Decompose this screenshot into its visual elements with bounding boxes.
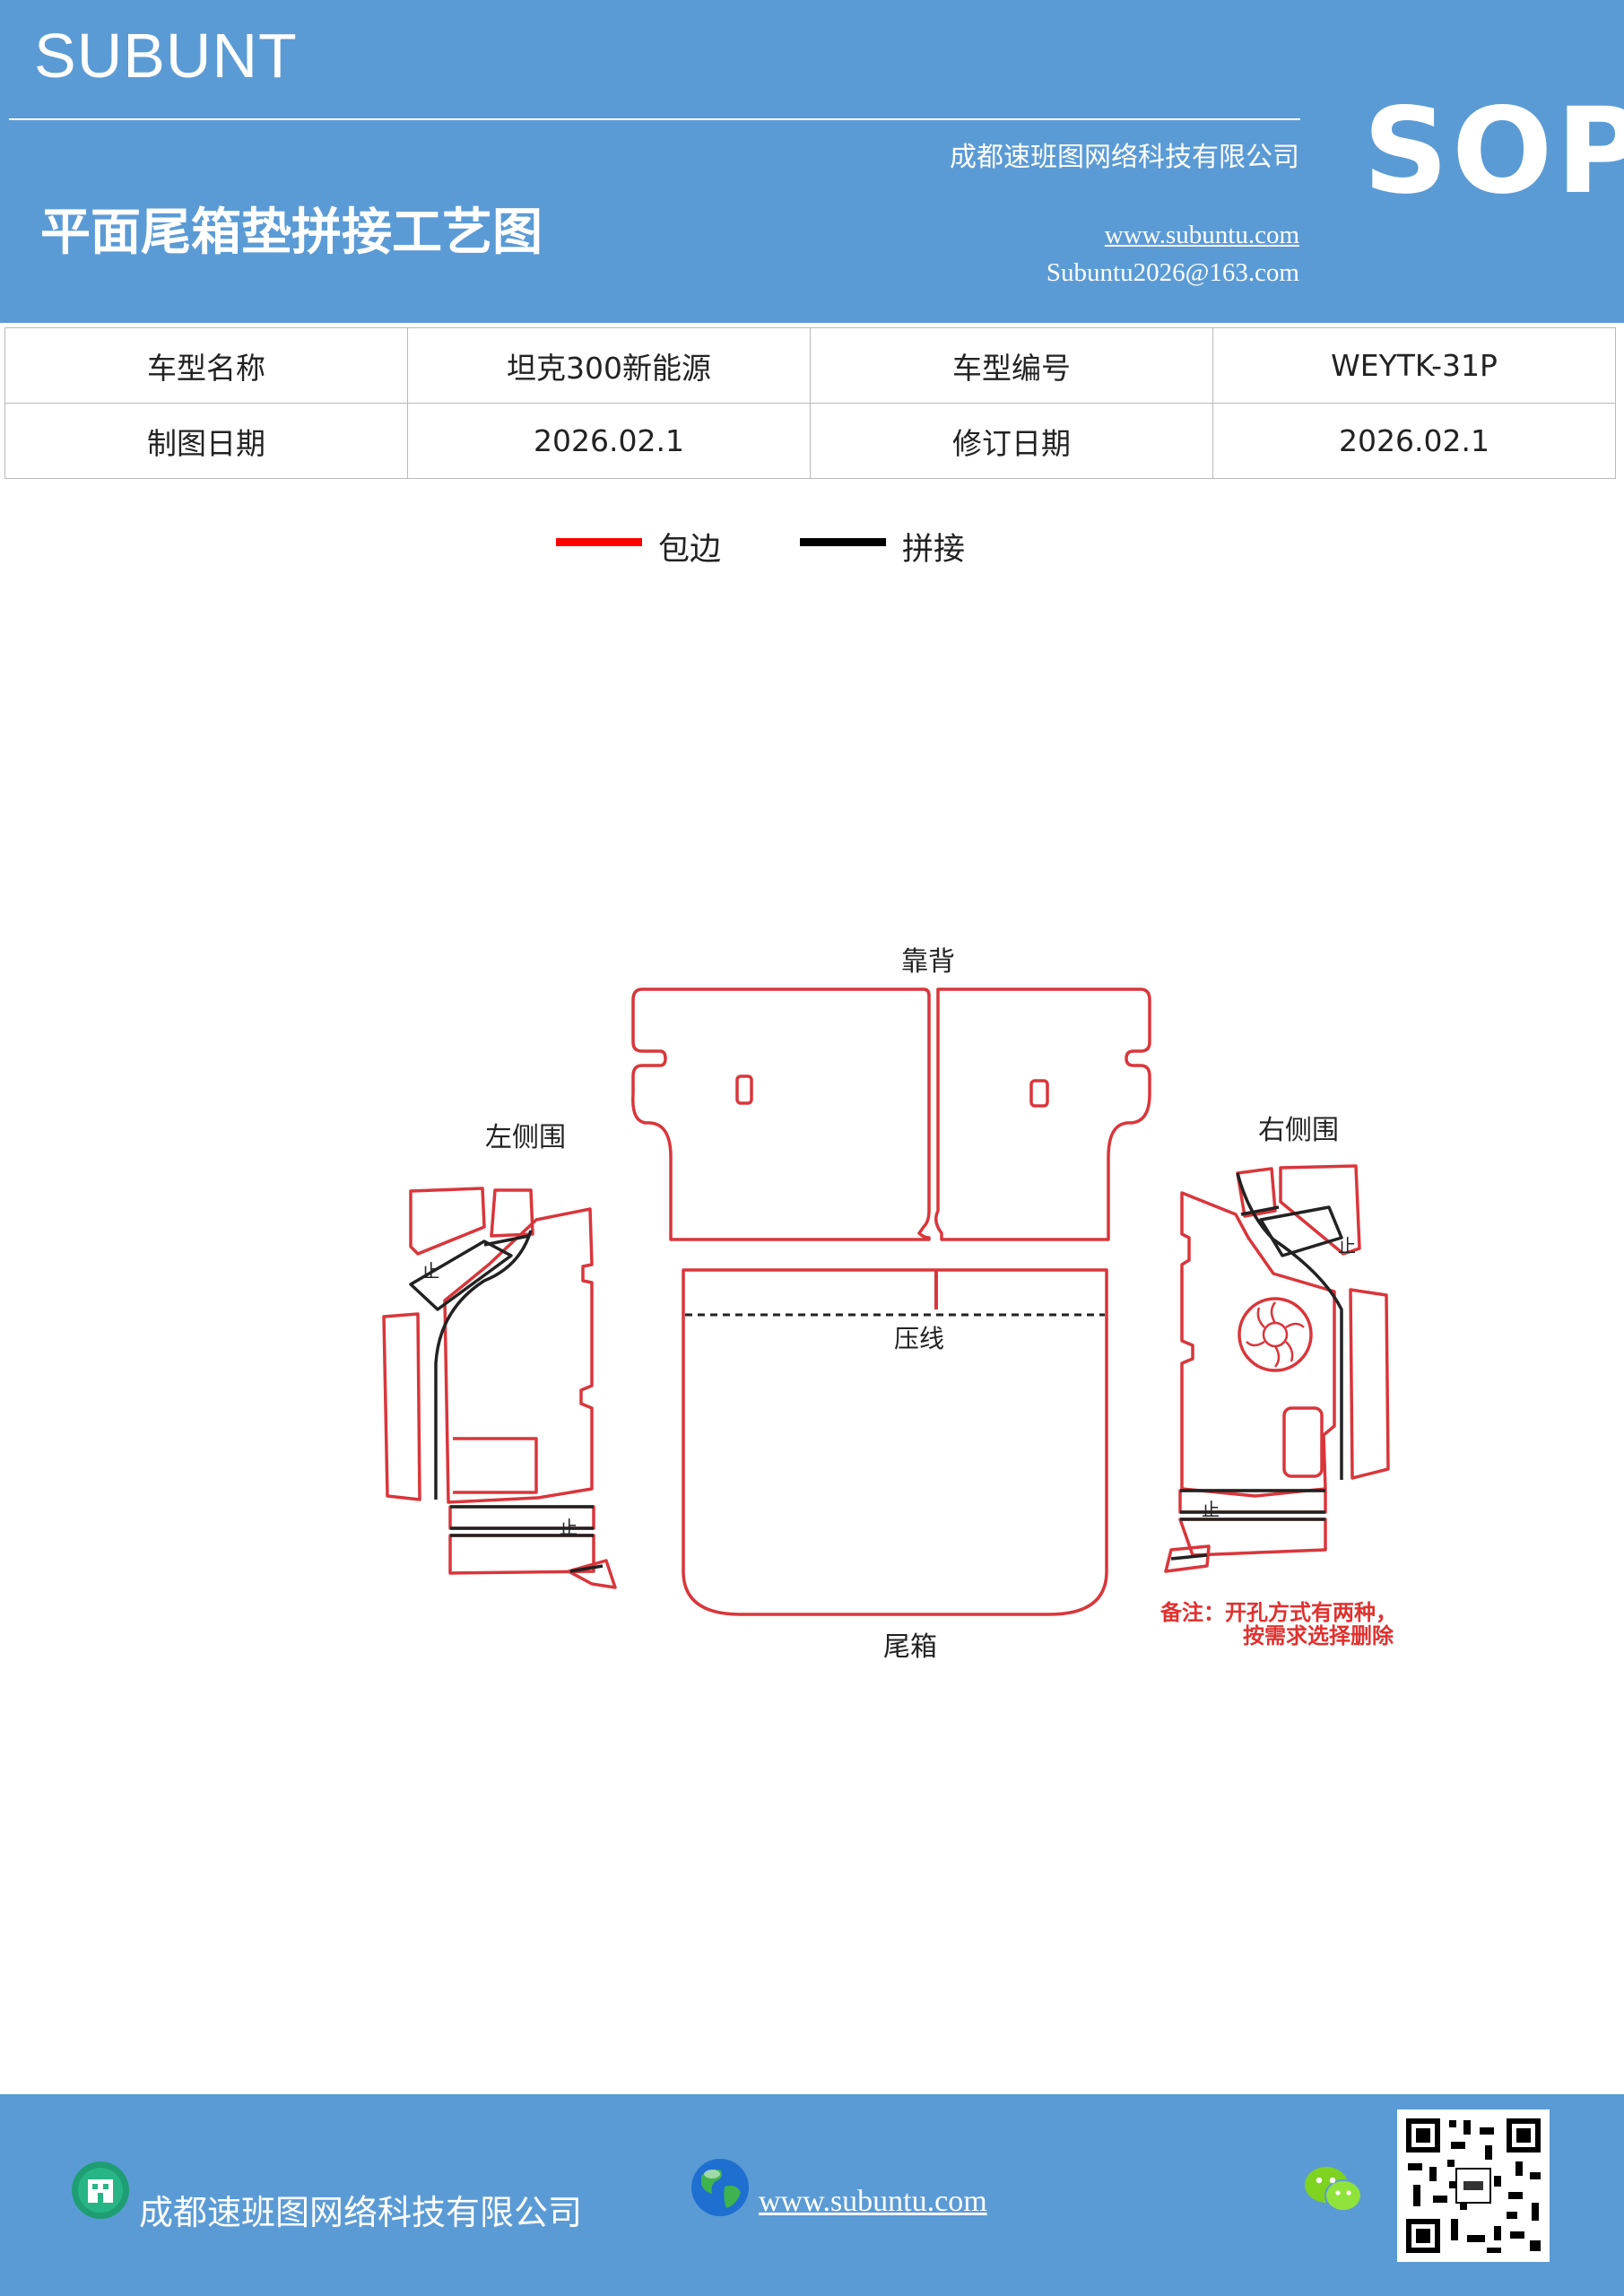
legend-label-seam: 拼接 bbox=[902, 532, 966, 568]
right-side-tail bbox=[1164, 1544, 1211, 1573]
qr-code-image bbox=[1397, 2109, 1550, 2262]
backrest-left-panel bbox=[631, 987, 931, 1241]
backrest-left-hole bbox=[735, 1074, 753, 1105]
header-divider bbox=[9, 118, 1300, 120]
backrest-right-panel bbox=[934, 987, 1151, 1241]
brand-name: SUBUNT bbox=[34, 21, 298, 91]
wechat-icon bbox=[1305, 2167, 1362, 2212]
left-side-seam-c bbox=[434, 1230, 533, 1500]
vehicle-info-table: 车型名称 坦克300新能源 车型编号 WEYTK-31P 制图日期 2026.0… bbox=[4, 327, 1616, 479]
legend-label-edge: 包边 bbox=[658, 532, 722, 568]
right-side-seam-g bbox=[1170, 1553, 1208, 1561]
left-side-main bbox=[443, 1207, 594, 1504]
trunk-panel bbox=[682, 1268, 1108, 1616]
stop-label-right-lower: 止 bbox=[1202, 1499, 1220, 1520]
right-side-cutout bbox=[1282, 1406, 1324, 1478]
right-side-fan-blades bbox=[1246, 1301, 1305, 1368]
right-side-seam-c bbox=[1236, 1172, 1343, 1480]
note-line-2: 按需求选择删除 bbox=[1243, 1623, 1394, 1648]
header-website-link[interactable]: www.subuntu.com bbox=[1104, 221, 1299, 249]
table-row: 制图日期 2026.02.1 修订日期 2026.02.1 bbox=[4, 403, 1616, 479]
backrest-right-hole bbox=[1029, 1079, 1049, 1108]
left-side-seam-g bbox=[569, 1564, 604, 1573]
trunk-label: 尾箱 bbox=[883, 1631, 937, 1663]
header-company: 成都速班图网络科技有限公司 bbox=[950, 142, 1299, 173]
right-side-top-piece-a bbox=[1236, 1167, 1277, 1218]
left-side-strip bbox=[382, 1312, 421, 1501]
right-side-seam-b bbox=[1240, 1205, 1280, 1216]
left-side-seam-a bbox=[409, 1239, 513, 1311]
right-side-lower-strip-b bbox=[1178, 1518, 1327, 1557]
left-side-top-piece-a bbox=[409, 1187, 486, 1256]
building-icon bbox=[72, 2161, 129, 2219]
right-side-main bbox=[1180, 1191, 1336, 1498]
right-side-top-piece-b bbox=[1279, 1164, 1361, 1256]
note-line-1: 备注：开孔方式有两种， bbox=[1159, 1600, 1397, 1625]
revision-date-value: 2026.02.1 bbox=[1212, 403, 1616, 479]
table-row: 车型名称 坦克300新能源 车型编号 WEYTK-31P bbox=[4, 327, 1616, 404]
model-name-label: 车型名称 bbox=[4, 327, 408, 404]
left-side-seam-b bbox=[483, 1234, 530, 1247]
left-side-top-piece-b bbox=[490, 1188, 534, 1238]
footer-company: 成都速班图网络科技有限公司 bbox=[139, 2193, 583, 2232]
drawing-date-label: 制图日期 bbox=[4, 403, 408, 479]
right-side-label: 右侧围 bbox=[1258, 1115, 1339, 1146]
legend-swatch-edge bbox=[556, 538, 642, 546]
document-title: 平面尾箱垫拼接工艺图 bbox=[40, 204, 543, 262]
left-side-label: 左侧围 bbox=[485, 1122, 566, 1153]
right-side-seam-a bbox=[1259, 1205, 1343, 1257]
right-side-fan-hub bbox=[1262, 1321, 1289, 1348]
right-side-strip bbox=[1349, 1288, 1390, 1480]
header-banner: SUBUNT 平面尾箱垫拼接工艺图 成都速班图网络科技有限公司 www.subu… bbox=[0, 0, 1624, 323]
model-code-label: 车型编号 bbox=[810, 327, 1213, 404]
header-email: Subuntu2026@163.com bbox=[1046, 258, 1299, 287]
footer-website-link[interactable]: www.subuntu.com bbox=[759, 2185, 987, 2218]
left-side-cutout bbox=[453, 1437, 538, 1494]
drawing-date-value: 2026.02.1 bbox=[407, 403, 811, 479]
model-code-value: WEYTK-31P bbox=[1212, 327, 1616, 404]
globe-icon bbox=[691, 2159, 749, 2216]
left-side-tail bbox=[567, 1559, 617, 1589]
stop-label-right-upper: 止 bbox=[1338, 1235, 1356, 1257]
right-side-fan-outline bbox=[1238, 1297, 1313, 1372]
legend-swatch-seam bbox=[800, 538, 886, 546]
crease-label: 压线 bbox=[894, 1324, 944, 1353]
sop-badge: SOP bbox=[1363, 83, 1624, 221]
stop-label-left-lower: 止 bbox=[560, 1517, 578, 1538]
revision-date-label: 修订日期 bbox=[810, 403, 1213, 479]
left-side-lower-strip-b bbox=[448, 1534, 595, 1575]
backrest-label: 靠背 bbox=[901, 946, 955, 978]
stop-label-left-upper: 止 bbox=[421, 1260, 439, 1282]
model-name-value: 坦克300新能源 bbox=[407, 327, 811, 404]
